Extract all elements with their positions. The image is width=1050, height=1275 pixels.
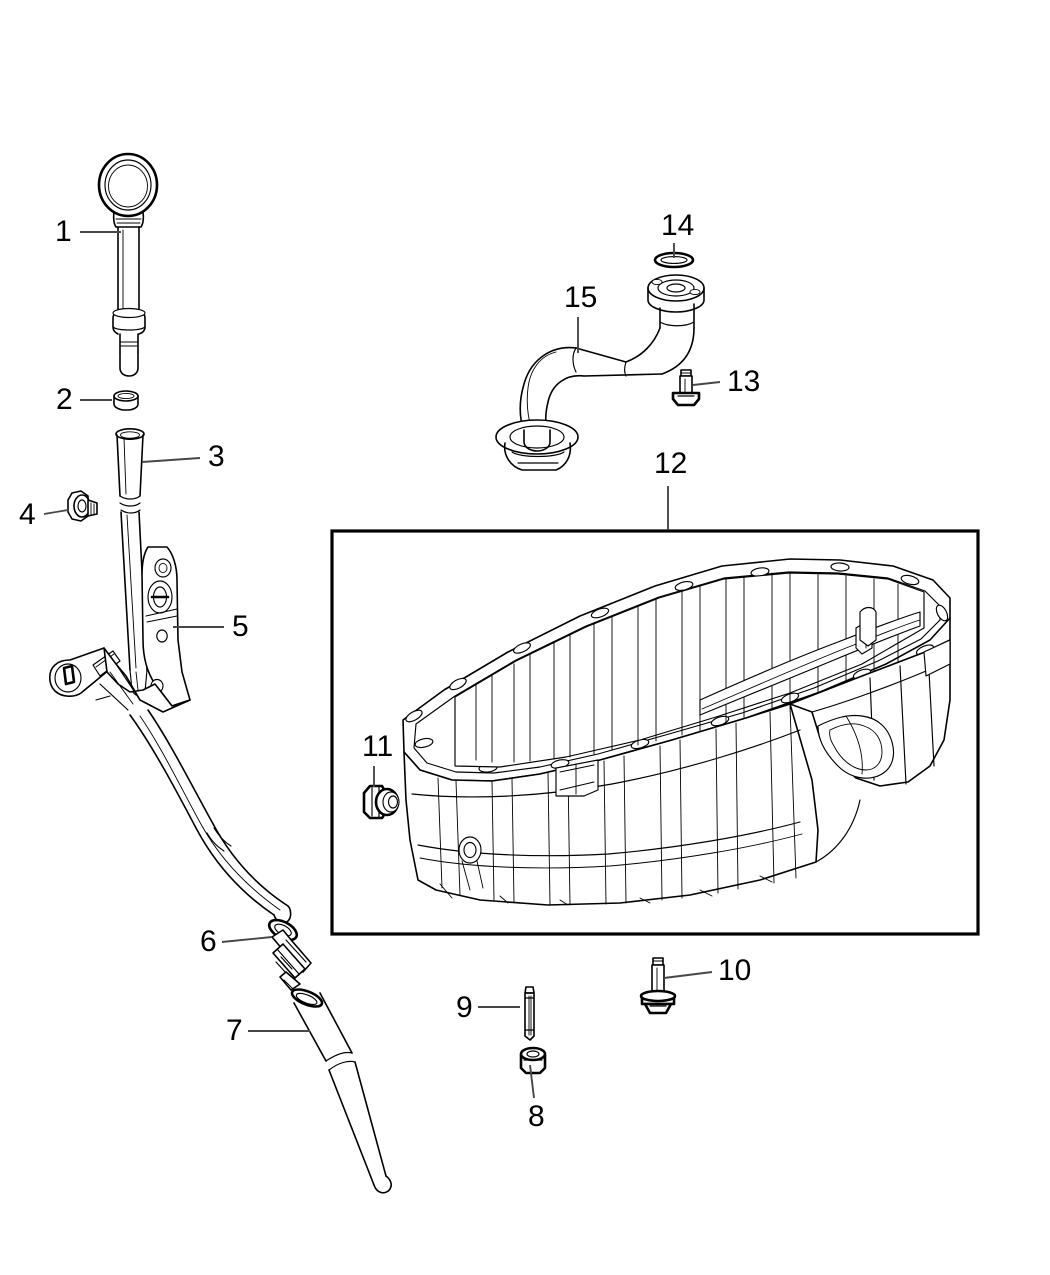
callout-leader-line [43,509,69,515]
part-oil-cooler-tube-connector[interactable] [266,916,312,991]
callout-oil-pan-drain-plug[interactable]: 11 [362,730,393,787]
callout-oil-pickup-tube-o-ring[interactable]: 14 [661,209,694,258]
callout-oil-level-dipstick[interactable]: 1 [55,215,121,248]
callout-oil-pickup-nut[interactable]: 8 [528,1064,545,1133]
callout-number-14: 14 [661,209,694,242]
callout-number-5: 5 [232,610,249,643]
part-engine-oil-pan[interactable] [402,558,951,906]
oil-pan-box-frame [330,529,980,936]
callout-number-2: 2 [56,383,73,416]
part-oil-pickup-nut[interactable] [519,1046,547,1075]
part-dipstick-tube-lower[interactable] [290,986,393,1194]
callout-oil-pan-bolt[interactable]: 10 [663,954,751,987]
part-oil-pan-drain-plug[interactable] [362,784,400,820]
part-oil-pickup-tube-o-ring[interactable] [653,251,695,269]
callout-number-13: 13 [727,365,760,398]
callout-oil-pickup-tube-bolt[interactable]: 13 [692,365,760,398]
callout-dipstick-tube-lower[interactable]: 7 [226,1014,310,1047]
callout-leader-line [141,457,201,463]
callout-oil-pan-stud[interactable]: 9 [456,991,520,1024]
callout-number-7: 7 [226,1014,243,1047]
part-oil-pan-stud[interactable] [524,986,535,1041]
callout-dipstick-tube-upper[interactable]: 3 [141,440,225,473]
callout-number-3: 3 [208,440,225,473]
callout-number-4: 4 [19,498,36,531]
callout-oil-pickup-tube[interactable]: 15 [564,281,597,353]
callout-number-6: 6 [200,925,217,958]
callout-engine-oil-pan[interactable]: 12 [654,447,687,530]
part-oil-pickup-tube[interactable] [495,274,705,471]
callout-number-10: 10 [718,954,751,987]
callout-number-12: 12 [654,447,687,480]
callout-number-8: 8 [528,1100,545,1133]
callout-number-11: 11 [362,730,393,763]
callout-leader-line [529,1064,535,1099]
callout-leader-line [663,971,713,979]
callout-dipstick-tube-bolt[interactable]: 4 [19,498,69,531]
callout-dipstick-seal-grommet[interactable]: 2 [56,383,112,416]
part-dipstick-tube-bracket[interactable] [48,546,292,924]
part-oil-pan-bolt[interactable] [639,957,677,1015]
part-oil-level-dipstick[interactable] [97,152,159,377]
callout-number-9: 9 [456,991,473,1024]
part-dipstick-seal-grommet[interactable] [113,390,139,411]
callout-leader-line [221,936,273,943]
callout-dipstick-tube-bracket[interactable]: 5 [173,610,249,643]
callout-number-15: 15 [564,281,597,314]
callout-number-1: 1 [55,215,72,248]
part-dipstick-tube-bolt[interactable] [67,490,98,522]
part-oil-pickup-tube-bolt[interactable] [671,369,701,407]
callout-leader-line [692,381,721,386]
callout-oil-cooler-tube-connector[interactable]: 6 [200,925,273,958]
